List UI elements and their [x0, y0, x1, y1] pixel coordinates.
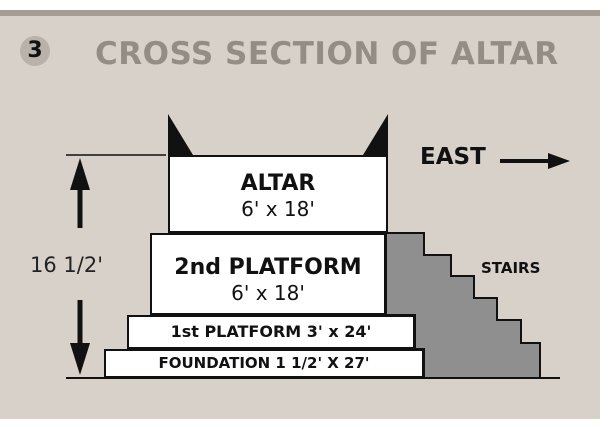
top-shadow — [0, 10, 600, 16]
east-label: EAST — [420, 144, 486, 170]
second-platform-block: 2nd PLATFORM 6' x 18' — [150, 233, 386, 315]
height-label: 16 1/2' — [30, 253, 103, 277]
right-border — [600, 0, 613, 427]
top-border — [0, 0, 613, 10]
height-arrow-up-head — [70, 158, 90, 190]
foundation-label: FOUNDATION 1 1/2' X 27' — [158, 354, 370, 372]
figure-title: CROSS SECTION OF ALTAR — [95, 36, 559, 72]
second-platform-dimensions: 6' x 18' — [231, 281, 305, 305]
altar-horn-left — [168, 114, 193, 155]
altar-horn-right — [363, 114, 388, 155]
altar-name: ALTAR — [240, 171, 316, 196]
first-platform-block: 1st PLATFORM 3' x 24' — [127, 315, 415, 349]
figure-number-badge: 3 — [20, 36, 50, 66]
second-platform-name: 2nd PLATFORM — [174, 255, 362, 280]
first-platform-label: 1st PLATFORM 3' x 24' — [170, 322, 372, 341]
stairs-label: STAIRS — [481, 259, 541, 277]
foundation-block: FOUNDATION 1 1/2' X 27' — [104, 349, 424, 378]
altar-dimensions: 6' x 18' — [241, 197, 315, 221]
east-arrow-head — [548, 153, 570, 169]
bottom-border — [0, 419, 613, 427]
altar-block: ALTAR 6' x 18' — [168, 155, 388, 233]
height-arrow-down-head — [70, 343, 90, 375]
